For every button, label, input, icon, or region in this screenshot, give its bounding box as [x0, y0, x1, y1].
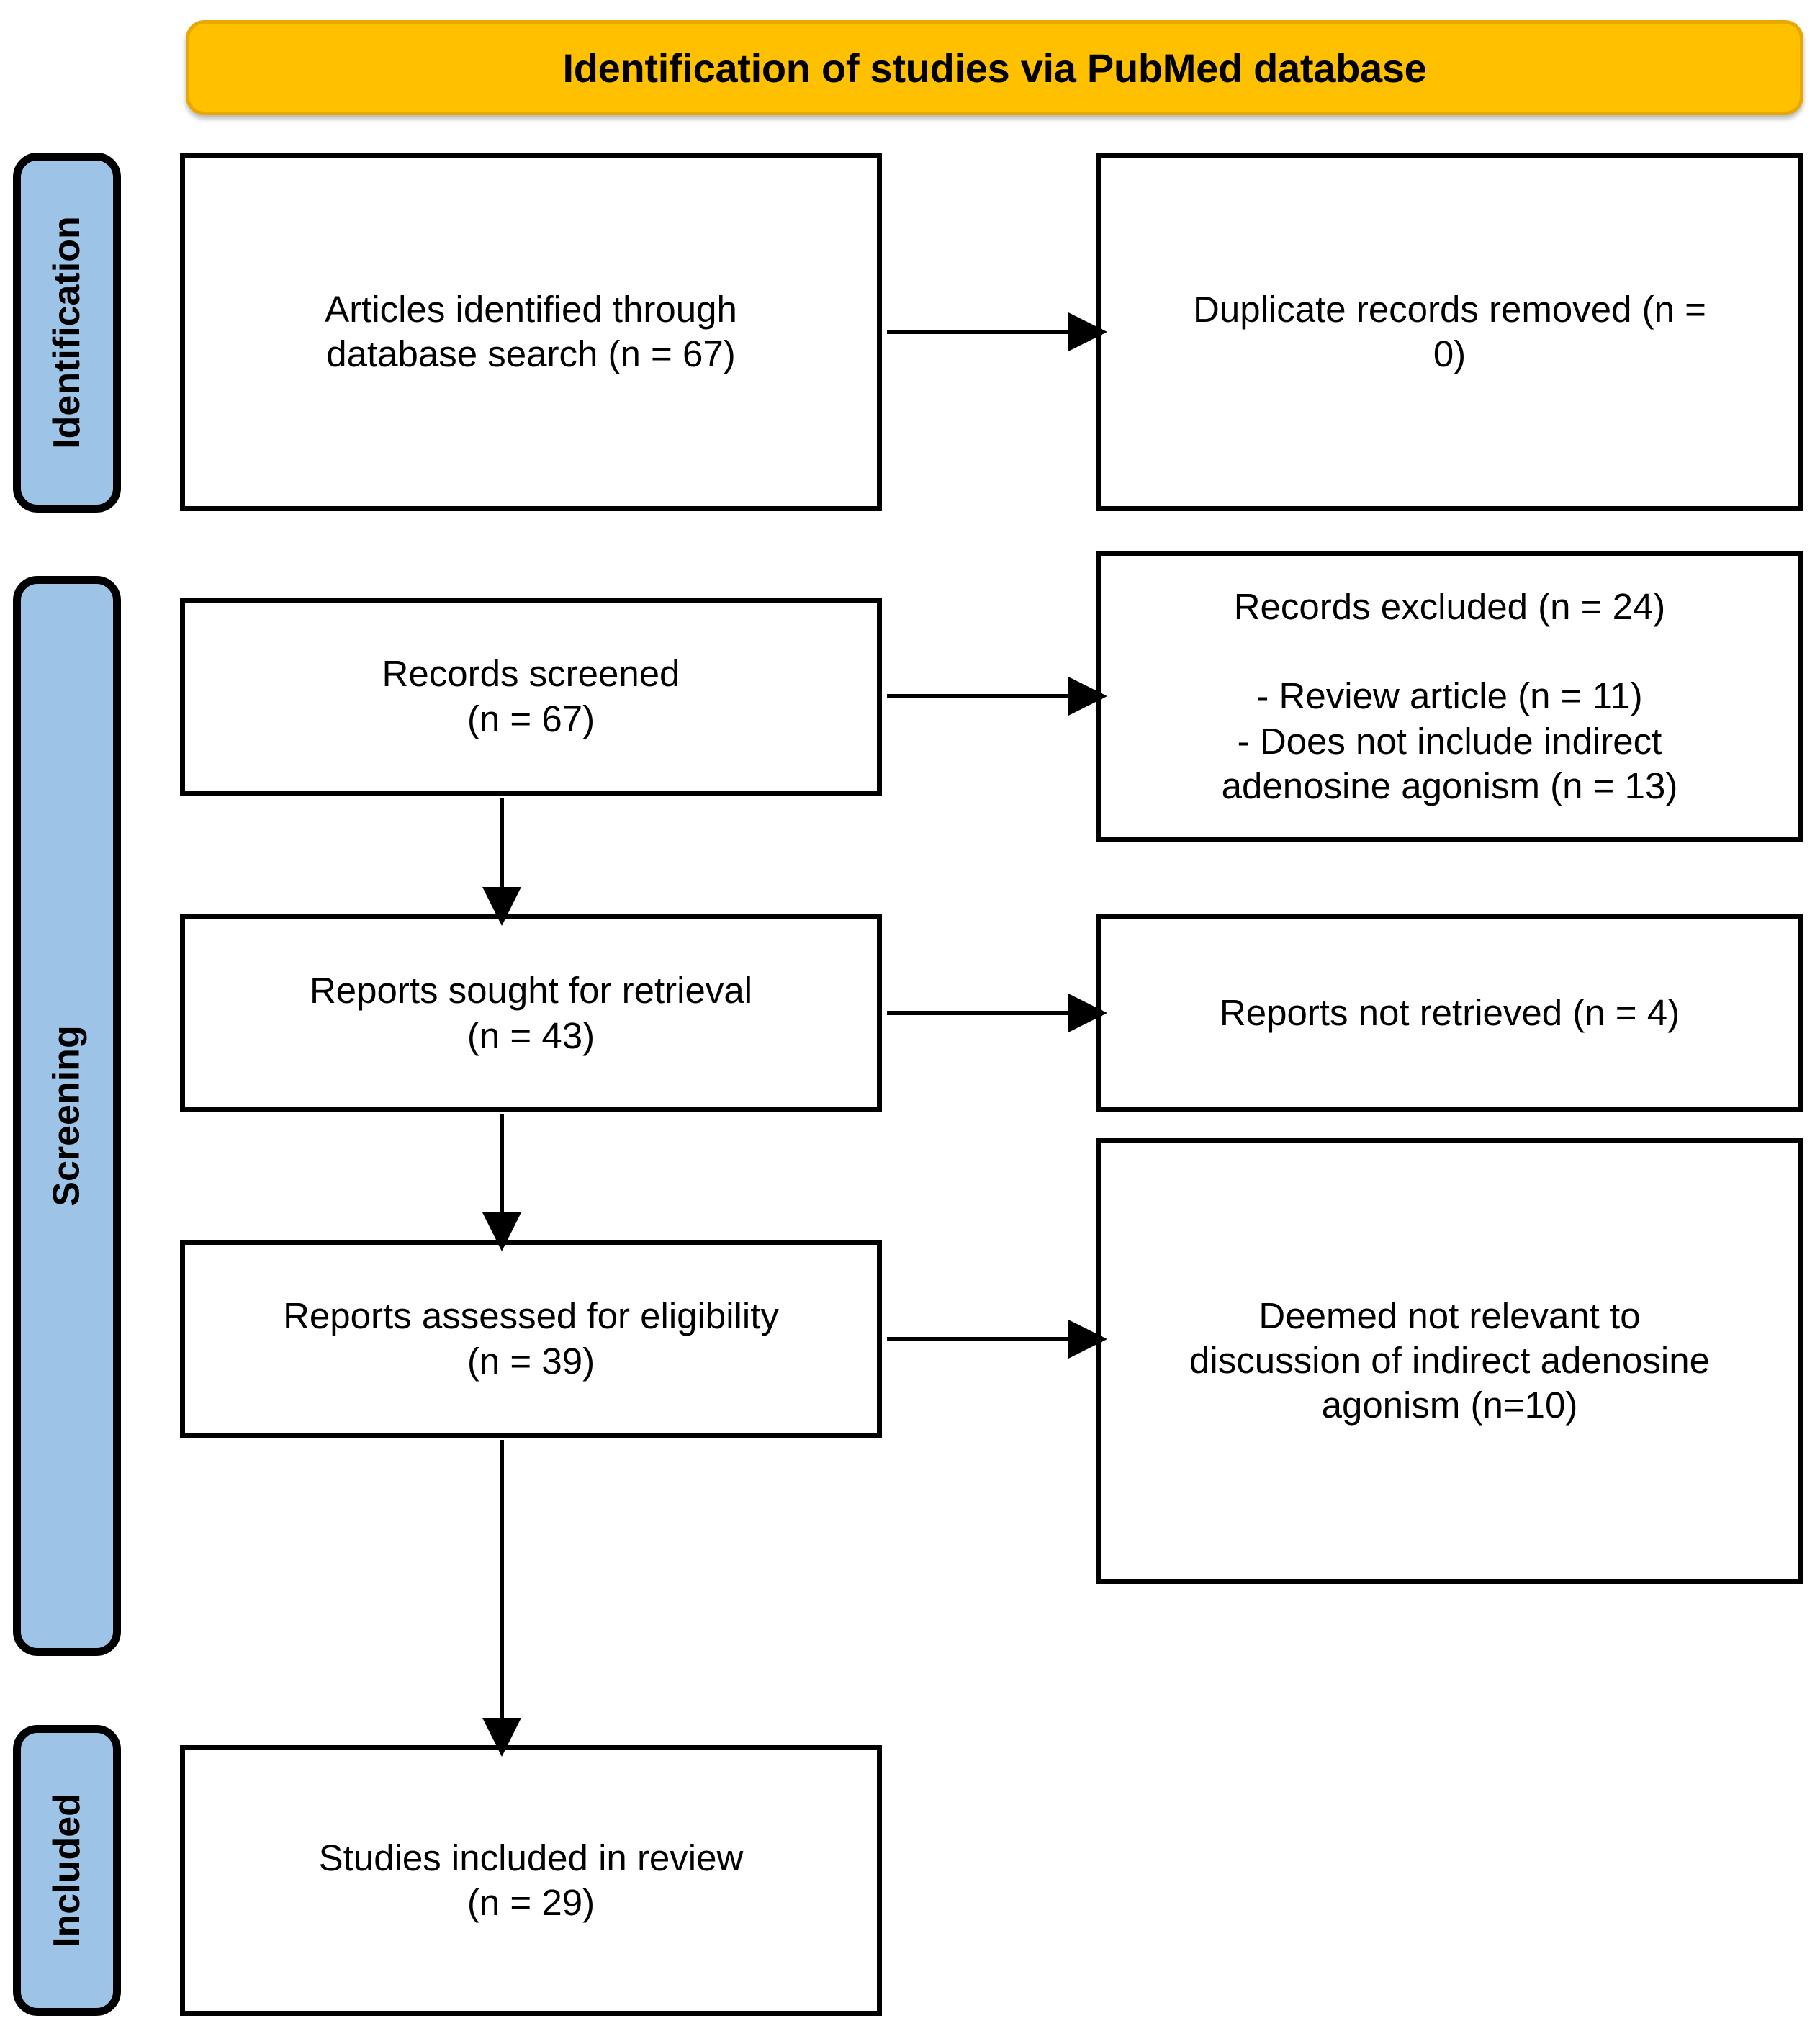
box-records-screened: Records screened (n = 67) — [180, 598, 882, 796]
box-articles-identified: Articles identified through database sea… — [180, 153, 882, 511]
stage-label-identification: Identification — [46, 216, 88, 449]
stage-label-included: Included — [46, 1793, 89, 1947]
box-duplicate-records-removed: Duplicate records removed (n = 0) — [1096, 153, 1803, 511]
box-reports-assessed: Reports assessed for eligibility (n = 39… — [180, 1240, 882, 1438]
box-reports-sought-text: Reports sought for retrieval (n = 43) — [309, 970, 753, 1056]
stage-label-screening: Screening — [46, 1025, 89, 1207]
box-articles-identified-text: Articles identified through database sea… — [325, 288, 737, 374]
box-deemed-not-relevant-text: Deemed not relevant to discussion of ind… — [1189, 1294, 1710, 1426]
box-duplicate-records-removed-text: Duplicate records removed (n = 0) — [1193, 288, 1706, 374]
box-reports-not-retrieved: Reports not retrieved (n = 4) — [1096, 914, 1803, 1112]
diagram-header-banner: Identification of studies via PubMed dat… — [186, 20, 1803, 115]
box-records-screened-text: Records screened (n = 67) — [382, 653, 680, 739]
diagram-title: Identification of studies via PubMed dat… — [562, 45, 1427, 91]
box-records-excluded-text: Records excluded (n = 24) - Review artic… — [1221, 585, 1678, 806]
box-reports-sought: Reports sought for retrieval (n = 43) — [180, 914, 882, 1112]
box-studies-included: Studies included in review (n = 29) — [180, 1745, 882, 2016]
box-reports-assessed-text: Reports assessed for eligibility (n = 39… — [283, 1295, 779, 1382]
box-reports-not-retrieved-text: Reports not retrieved (n = 4) — [1219, 992, 1680, 1034]
stage-bar-identification: Identification — [13, 153, 121, 513]
box-records-excluded: Records excluded (n = 24) - Review artic… — [1096, 551, 1803, 842]
stage-bar-included: Included — [13, 1725, 121, 2016]
box-studies-included-text: Studies included in review (n = 29) — [318, 1837, 744, 1923]
stage-bar-screening: Screening — [13, 576, 121, 1656]
box-deemed-not-relevant: Deemed not relevant to discussion of ind… — [1096, 1138, 1803, 1584]
